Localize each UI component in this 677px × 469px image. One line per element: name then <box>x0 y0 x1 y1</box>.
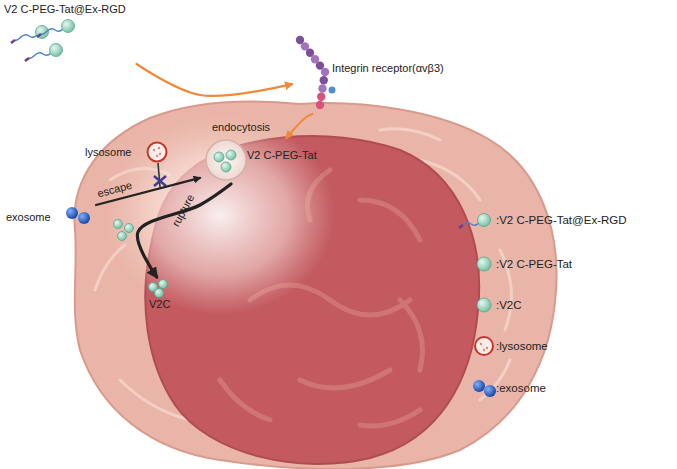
diagram-node: V2 C-PEG-Tat <box>200 138 330 184</box>
particle-sphere <box>226 150 236 160</box>
rgd-tip <box>37 34 41 37</box>
lysosome-dot <box>486 347 488 349</box>
particle-sphere <box>221 162 231 172</box>
released-particle <box>125 224 134 233</box>
lysosome-dot <box>153 149 155 151</box>
lysosome-dot <box>483 349 485 351</box>
receptor-bead <box>321 68 329 76</box>
node-label: lysosome <box>85 146 131 159</box>
legend-icon-peg-particle <box>477 257 491 271</box>
legend-icon-exosome <box>473 380 496 397</box>
legend-label: :lysosome <box>496 340 548 353</box>
diagram-node: exosome <box>4 205 96 229</box>
legend-label: :V2C <box>496 299 522 312</box>
receptor-bead <box>318 84 326 92</box>
released-particle <box>118 232 127 241</box>
connectors <box>96 64 312 277</box>
nucleus-fold <box>360 410 420 426</box>
node-shape <box>140 277 190 317</box>
nucleus-fold <box>360 200 420 240</box>
edge-label: endocytosis <box>212 121 270 134</box>
node-label: V2 C-PEG-Tat <box>247 149 317 162</box>
rgd-tip <box>459 225 463 228</box>
diagram-node: Integrin receptor(αvβ3) <box>292 32 482 114</box>
receptor-bead <box>320 76 328 84</box>
particle-sphere <box>159 280 168 289</box>
cell-membrane <box>74 101 556 469</box>
diagram-node: V2C <box>140 277 190 317</box>
peg-tail <box>463 223 479 226</box>
lysosome-dot <box>156 155 158 157</box>
legend-label: :V2 C-PEG-Tat@Ex-RGD <box>496 214 627 227</box>
cytoplasm-fold <box>380 129 440 140</box>
exosome-blob <box>66 207 78 219</box>
lysosome-dot <box>158 147 160 149</box>
node-label: V2 C-PEG-Tat@Ex-RGD <box>4 3 126 16</box>
lysosome-circle <box>475 337 493 355</box>
receptor-bead <box>317 93 325 101</box>
nucleus-fold <box>220 380 270 420</box>
particle-sphere <box>214 152 224 162</box>
peg-tail <box>29 53 51 58</box>
legend-label: :V2 C-PEG-Tat <box>496 258 572 271</box>
exosome-blob <box>484 385 496 397</box>
receptor-bead <box>329 87 336 94</box>
block-cross <box>154 176 166 186</box>
particle-sphere <box>478 214 491 227</box>
legend-label: :exosome <box>496 382 546 395</box>
rgd-tip <box>11 40 15 43</box>
endosome-vesicle <box>206 140 246 180</box>
exosome-blob <box>473 380 485 392</box>
lysosome-dot <box>159 153 161 155</box>
particle-sphere <box>50 44 63 57</box>
receptor-bead <box>316 101 324 109</box>
node-label: Integrin receptor(αvβ3) <box>332 62 444 75</box>
connector-arrow <box>137 64 293 96</box>
diagram-node: V2 C-PEG-Tat@Ex-RGD <box>2 2 144 64</box>
legend-icon-v2c <box>477 298 491 312</box>
lysosome-circle <box>148 143 167 162</box>
lysosome-dot <box>480 343 482 345</box>
particle-sphere <box>62 20 75 33</box>
rgd-tip <box>25 58 29 61</box>
nucleus-fold <box>400 300 423 370</box>
legend-icon-coated-particle <box>459 214 491 229</box>
released-particle <box>114 220 123 229</box>
peg-tail <box>41 29 63 34</box>
escape-glow <box>105 115 335 315</box>
particle-sphere <box>155 289 164 298</box>
connector-arrow <box>286 114 312 138</box>
connector-arrow <box>137 184 231 277</box>
diagram-node: lysosome <box>82 141 170 165</box>
nucleus-fold <box>300 370 390 388</box>
node-label: exosome <box>6 211 51 224</box>
peg-tail <box>15 35 37 40</box>
node-label: V2C <box>149 298 170 311</box>
legend-icon-lysosome <box>475 337 493 355</box>
exosome-blob <box>78 212 90 224</box>
